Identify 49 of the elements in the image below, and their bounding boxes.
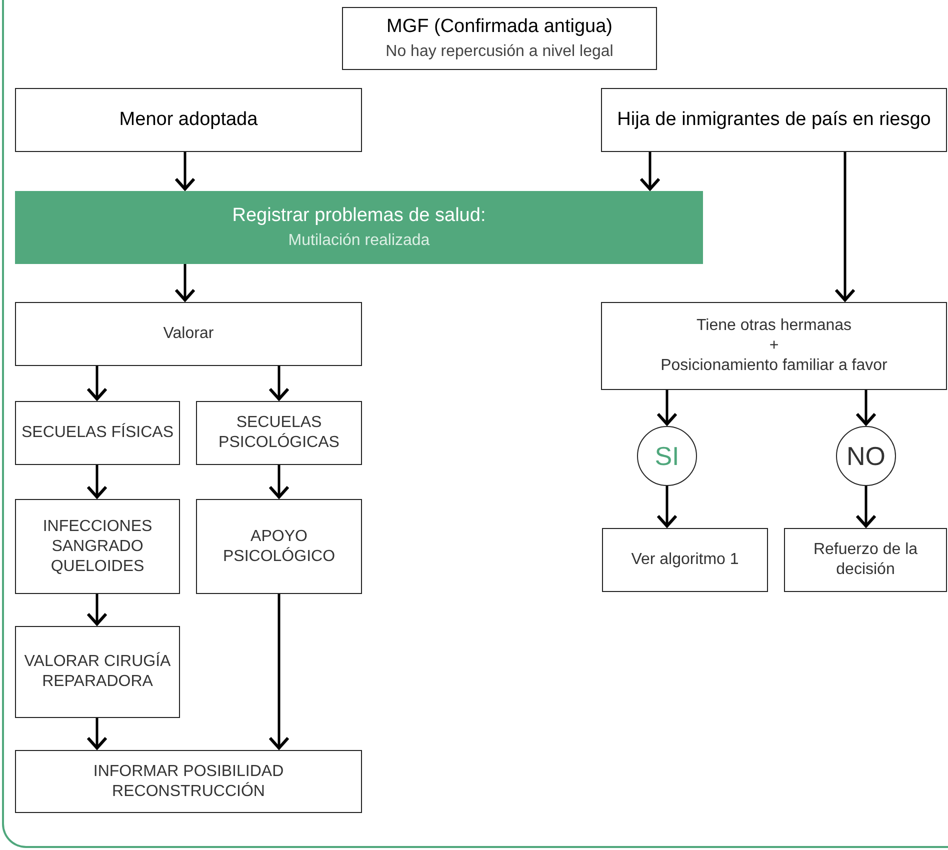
- arrow: [268, 594, 290, 750]
- box-title: Valorar: [163, 324, 214, 344]
- process-box: [15, 750, 362, 813]
- arrow: [268, 366, 290, 400]
- box-title: INFECCIONES SANGRADO QUELOIDES: [42, 516, 154, 576]
- arrow: [834, 152, 856, 302]
- process-box: [15, 88, 362, 152]
- arrow: [656, 390, 678, 426]
- arrow: [640, 152, 660, 190]
- arrow: [174, 264, 196, 302]
- arrow: [856, 486, 876, 528]
- box-title: Hija de inmigrantes de país en riesgo: [617, 108, 931, 132]
- box-text: Posicionamiento familiar a favor: [660, 356, 888, 376]
- box-title: Registrar problemas de salud:: [232, 204, 486, 228]
- arrow: [86, 366, 108, 400]
- box-title: SECUELAS FÍSICAS: [21, 423, 174, 443]
- process-box: [15, 626, 180, 718]
- process-box: [601, 302, 947, 390]
- box-title: SECUELAS PSICOLÓGICAS: [218, 413, 340, 453]
- box-title: Ver algoritmo 1: [631, 550, 739, 570]
- process-box: [15, 401, 180, 465]
- process-box: [196, 401, 362, 465]
- process-box: [196, 499, 362, 594]
- box-text: +: [769, 336, 779, 356]
- box-title: Refuerzo de la decisión: [812, 540, 919, 580]
- box-title: Tiene otras hermanas: [696, 316, 852, 336]
- arrow: [656, 486, 678, 528]
- process-box: [602, 528, 768, 592]
- box-title: VALORAR CIRUGÍA REPARADORA: [23, 652, 172, 692]
- box-title: MGF (Confirmada antigua): [386, 14, 612, 38]
- box-text: Mutilación realizada: [288, 231, 430, 252]
- box-text: No hay repercusión a nivel legal: [386, 42, 614, 62]
- box-title: INFORMAR POSIBILIDAD RECONSTRUCCIÓN: [92, 762, 285, 802]
- arrow: [86, 465, 108, 498]
- box-title: APOYO PSICOLÓGICO: [222, 526, 336, 566]
- box-title: Menor adoptada: [119, 108, 258, 132]
- arrow: [86, 718, 108, 750]
- decision-label: SI: [654, 440, 680, 472]
- process-box: [342, 7, 657, 70]
- arrow: [268, 465, 290, 498]
- arrow: [856, 390, 876, 426]
- decision-label: NO: [846, 440, 886, 472]
- process-box: [784, 528, 947, 592]
- highlight-box: [15, 191, 703, 264]
- arrow: [86, 594, 108, 626]
- process-box: [601, 88, 947, 152]
- process-box: [15, 302, 362, 366]
- process-box: [15, 499, 180, 594]
- arrow: [174, 152, 196, 190]
